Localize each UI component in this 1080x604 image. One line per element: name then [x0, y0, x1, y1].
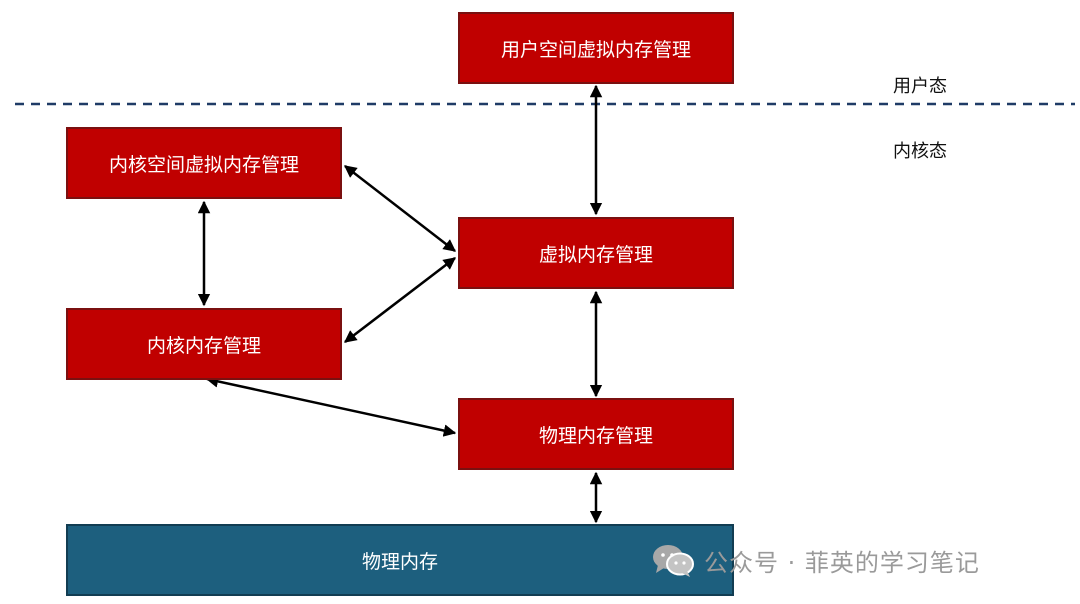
kernel-mm-label: 内核内存管理 [146, 334, 261, 357]
arrow-kernel-mm-physical-mm [205, 375, 457, 437]
arrow-kernel-vm-virtual-mm [344, 165, 456, 252]
virtual-mm-label: 虚拟内存管理 [538, 243, 653, 266]
virtual-mm-box: 虚拟内存管理 [458, 217, 734, 289]
physical-mm-label: 物理内存管理 [538, 424, 653, 447]
wechat-icon [653, 545, 694, 577]
watermark-text: 公众号 · 菲英的学习笔记 [704, 548, 980, 577]
kernel-mode-label: 内核态 [893, 141, 947, 162]
physical-mm-box: 物理内存管理 [458, 398, 734, 470]
user-vm-box: 用户空间虚拟内存管理 [458, 12, 734, 84]
watermark: 公众号 · 菲英的学习笔记 [652, 540, 980, 580]
user-mode-label: 用户态 [893, 76, 947, 97]
kernel-vm-box: 内核空间虚拟内存管理 [66, 127, 342, 199]
physical-memory-box: 物理内存 [66, 524, 734, 596]
user-vm-label: 用户空间虚拟内存管理 [500, 38, 691, 61]
kernel-vm-label: 内核空间虚拟内存管理 [108, 153, 299, 176]
arrow-kernel-mm-virtual-mm [344, 257, 456, 343]
kernel-mm-box: 内核内存管理 [66, 308, 342, 380]
physical-memory-label: 物理内存 [361, 550, 438, 573]
